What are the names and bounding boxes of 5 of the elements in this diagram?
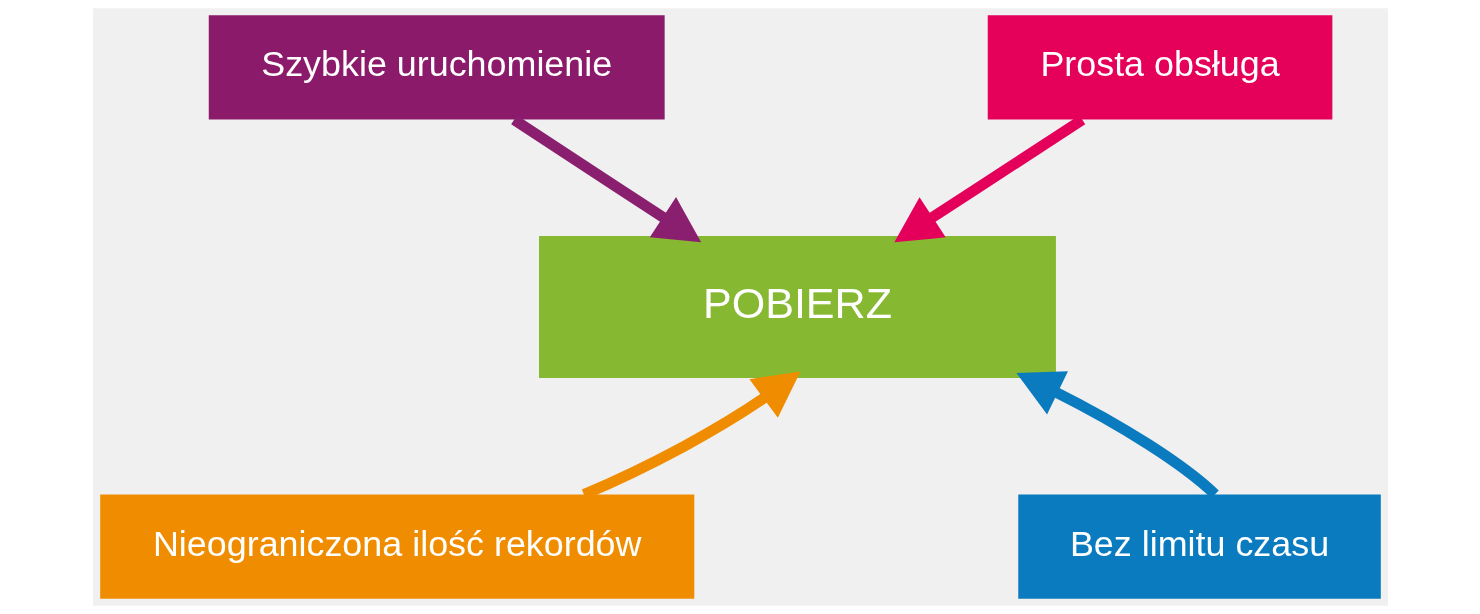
node-box: POBIERZ [538,236,1056,378]
node-box: Nieograniczona ilość rekordów [99,494,694,599]
node-box: Bez limitu czasu [1017,494,1381,599]
node-box: Prosta obsługa [987,15,1332,120]
node-box: Szybkie uruchomienie [208,15,665,120]
